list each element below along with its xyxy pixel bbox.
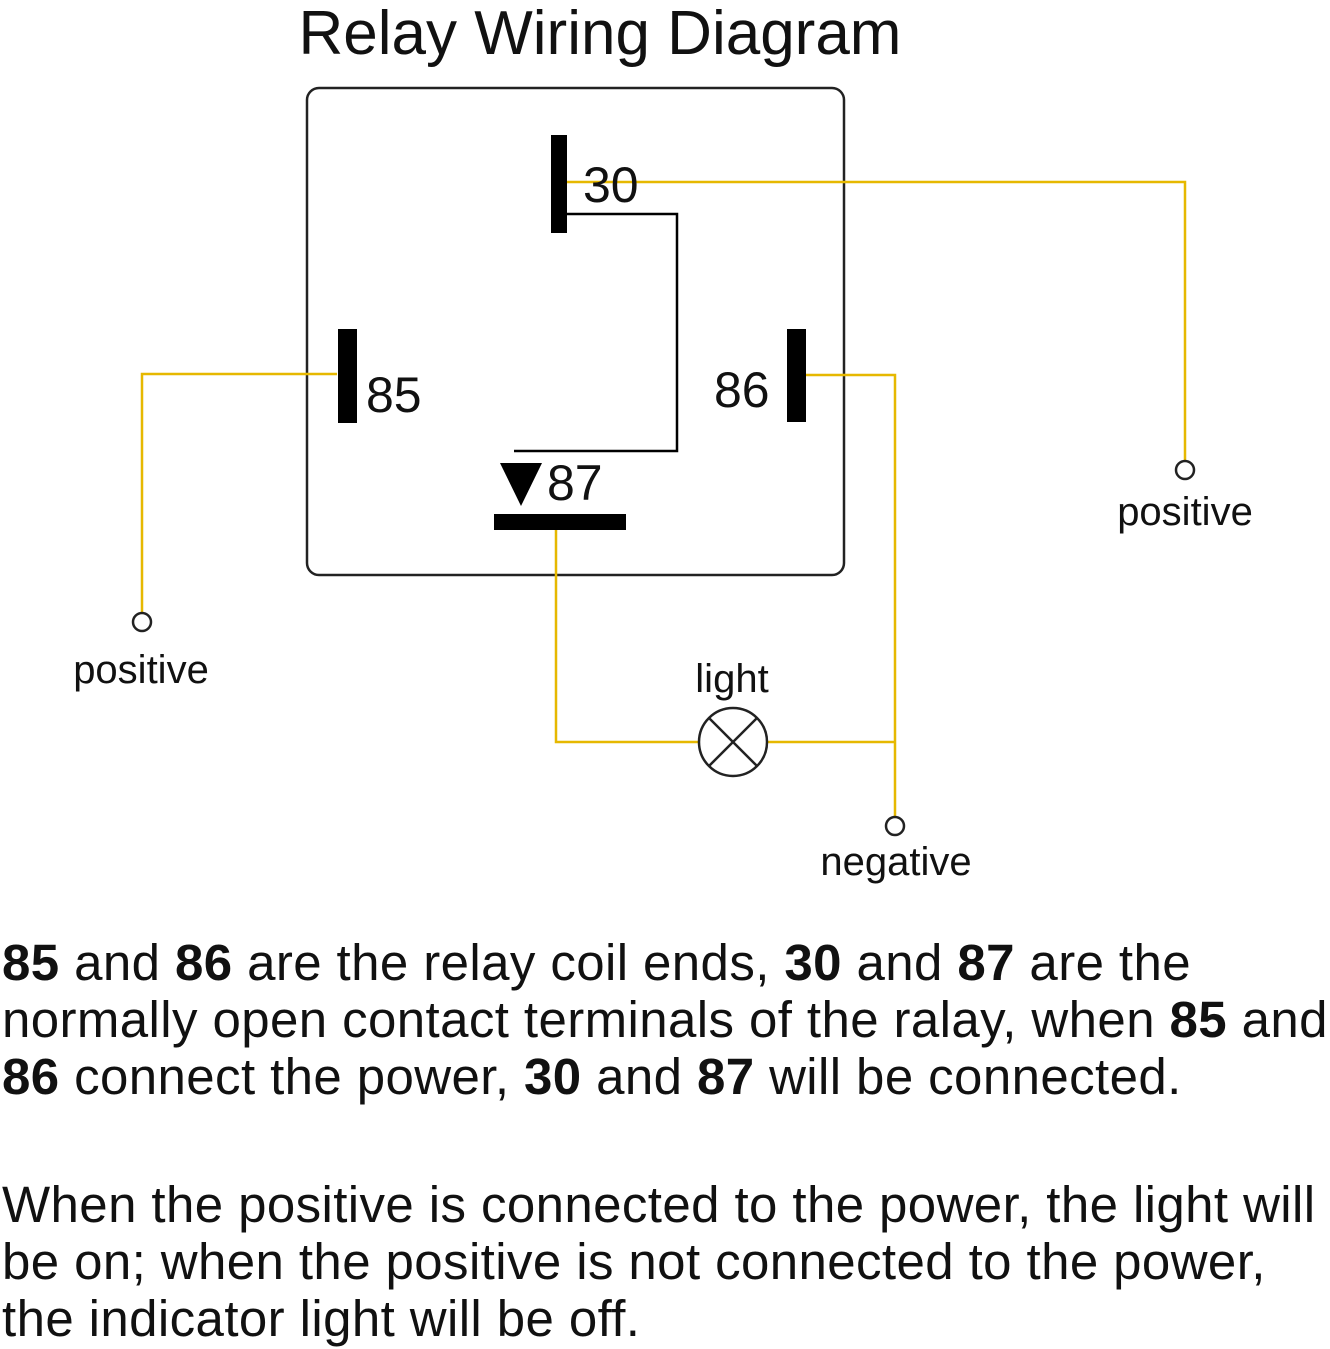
term-30: 30 (524, 1048, 582, 1105)
light-bulb-icon (697, 706, 769, 778)
internal-switch-wire (514, 212, 679, 453)
explanation-paragraph-2: When the positive is connected to the po… (2, 1176, 1316, 1347)
wire-86-to-negative (806, 373, 897, 817)
wires (140, 180, 1187, 817)
explanation-paragraph-1: 85 and 86 are the relay coil ends, 30 an… (2, 934, 1328, 1105)
positive-right-label: positive (1117, 490, 1253, 534)
terminal-87-arrow-icon (500, 463, 542, 506)
term-85: 85 (2, 934, 60, 991)
relay-wiring-diagram: Relay Wiring Diagram 30 85 86 87 positiv… (73, 0, 1253, 884)
diagram-title: Relay Wiring Diagram (299, 0, 902, 68)
term-30: 30 (784, 934, 842, 991)
negative-label: negative (820, 840, 971, 884)
terminal-30-label: 30 (583, 157, 639, 213)
wire-85-to-positive (140, 372, 337, 612)
term-87: 87 (957, 934, 1015, 991)
terminal-30-bar (551, 135, 567, 233)
positive-left-label: positive (73, 648, 209, 692)
light-label: light (695, 657, 768, 701)
terminal-87-label: 87 (547, 455, 603, 511)
negative-terminal-icon (884, 815, 906, 837)
wire-87-to-light (554, 530, 699, 744)
relay-housing (305, 86, 846, 577)
term-85: 85 (1169, 991, 1228, 1048)
positive-left-terminal-icon (131, 611, 153, 633)
term-86: 86 (174, 934, 233, 991)
term-87: 87 (696, 1048, 755, 1105)
positive-right-terminal-icon (1174, 459, 1196, 481)
terminal-85-bar (338, 329, 357, 423)
terminal-86-bar (787, 329, 806, 422)
terminal-85-label: 85 (366, 367, 422, 423)
wire-30-to-positive (566, 180, 1187, 461)
term-86: 86 (2, 1048, 60, 1105)
terminal-86-label: 86 (714, 362, 770, 418)
terminal-87-bar (494, 514, 626, 530)
